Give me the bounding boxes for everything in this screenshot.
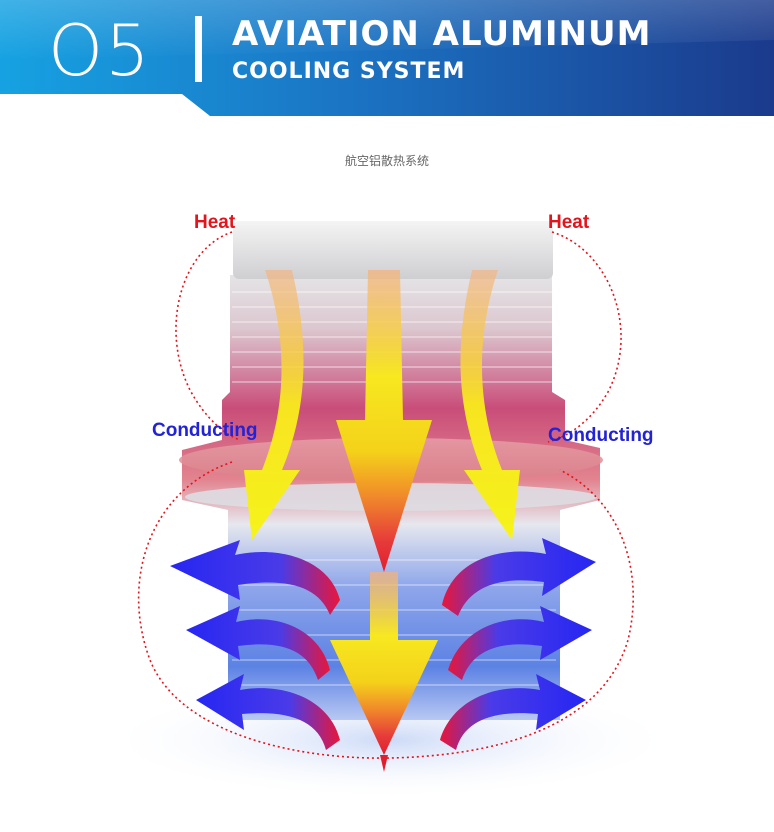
banner-background [0,0,774,116]
conducting-label-left: Conducting [152,420,258,441]
heat-flow-arrow [244,270,520,755]
banner-divider [195,16,202,82]
header-banner: O5 AVIATION ALUMINUM COOLING SYSTEM [0,0,774,116]
banner-subtitle: COOLING SYSTEM [232,59,466,84]
circulation-loop [137,231,635,759]
section-number: O5 [48,10,152,92]
banner-title: AVIATION ALUMINUM [232,14,652,54]
caption: 航空铝散热系统 [344,154,429,168]
heat-label-left: Heat [194,212,236,233]
arrow-tip [380,755,388,772]
cooling-flow-arrow [170,540,340,750]
heat-label-right: Heat [548,212,590,233]
conducting-label-right: Conducting [548,425,654,446]
cooling-flow-arrow [440,538,596,750]
